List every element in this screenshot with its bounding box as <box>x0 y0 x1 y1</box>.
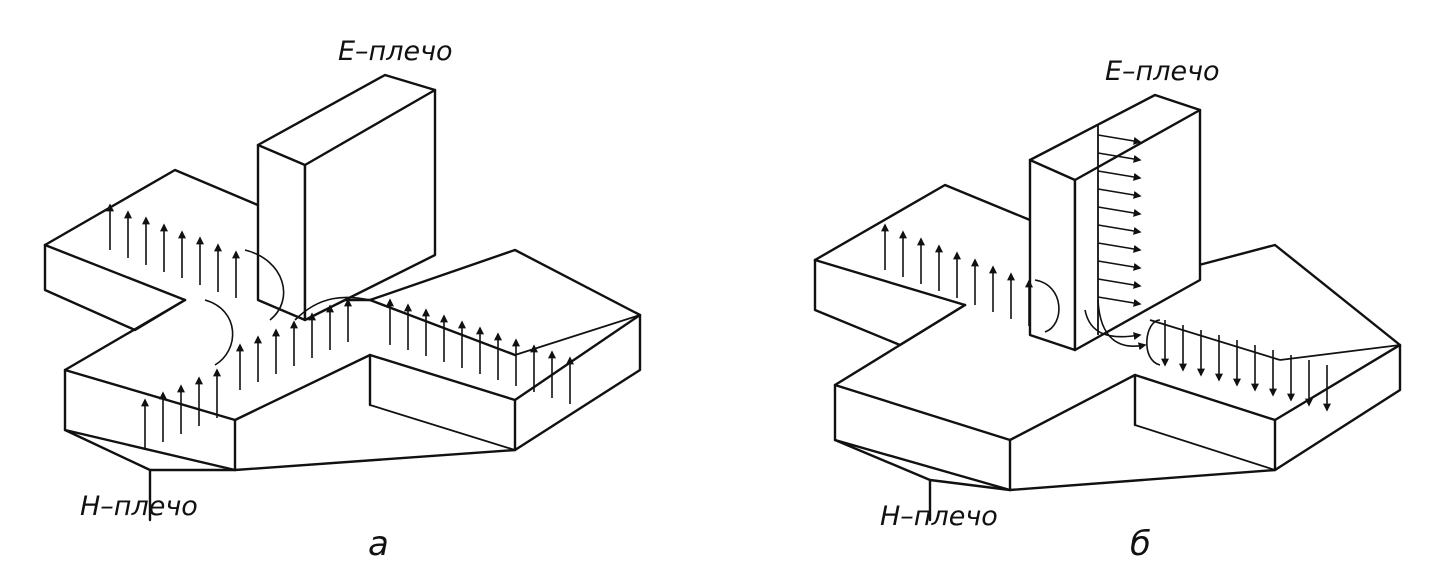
h-plane-body-a <box>43 168 642 522</box>
h-arm-label-a: H–плечо <box>80 491 198 522</box>
field-lines-b-e-arm <box>1084 134 1147 351</box>
caption-b: б <box>1130 524 1151 564</box>
e-arm-label-b: E–плечо <box>1105 56 1220 87</box>
diagram-b: E–плечо H–плечо б <box>813 56 1402 564</box>
field-lines-a-back <box>106 203 285 321</box>
e-arm-label-a: E–плечо <box>338 36 453 67</box>
h-plane-body-b <box>813 183 1402 522</box>
field-lines-a-front <box>141 296 371 450</box>
diagram-a: E–плечо H–плечо а <box>43 36 642 564</box>
h-arm-label-b: H–плечо <box>880 501 998 532</box>
e-arm-box-b <box>1028 93 1202 352</box>
e-arm-box-a <box>256 73 437 322</box>
caption-a: а <box>368 524 389 564</box>
field-lines-b-left <box>881 223 1060 333</box>
field-lines-a-right <box>386 298 574 404</box>
field-lines-b-right <box>1146 319 1331 412</box>
